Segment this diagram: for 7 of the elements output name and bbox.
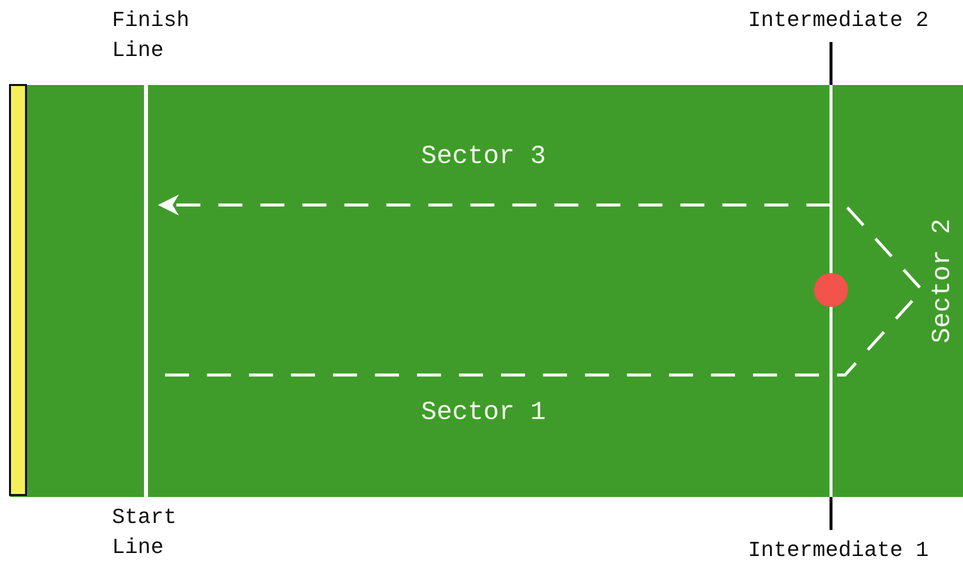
track-label: Sector 2 — [926, 218, 958, 346]
track-label: Intermediate 1 — [748, 538, 930, 565]
track-label: Start Line — [112, 505, 178, 562]
track-label: Sector 1 — [421, 396, 547, 428]
track-label: Sector 3 — [421, 140, 547, 172]
track-label: Finish Line — [112, 8, 190, 65]
track-label: Intermediate 2 — [748, 8, 930, 35]
